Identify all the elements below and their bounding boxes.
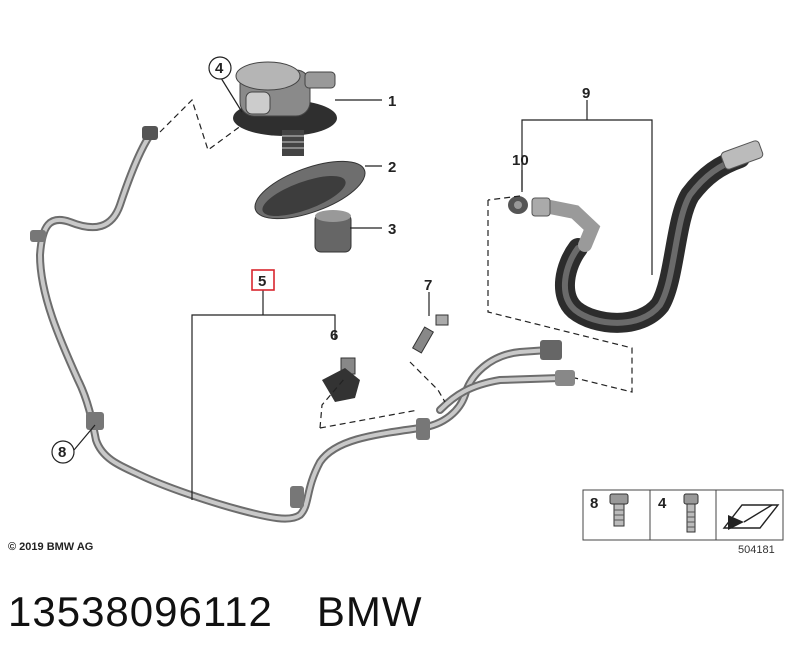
callout-9: 9	[582, 85, 590, 102]
callout-6: 6	[330, 327, 338, 344]
svg-text:8: 8	[590, 495, 598, 512]
callout-7: 7	[424, 277, 432, 294]
callout-1: 1	[388, 93, 396, 110]
svg-text:3: 3	[388, 221, 396, 238]
svg-text:4: 4	[658, 495, 667, 512]
svg-text:6: 6	[330, 327, 338, 344]
brand-name: BMW	[316, 588, 423, 635]
svg-text:10: 10	[512, 152, 529, 169]
callout-8: 8	[51, 440, 75, 464]
pump-housing-ring	[254, 160, 366, 220]
screw-7	[411, 314, 449, 354]
pressure-sensor	[322, 357, 360, 402]
callout-4: 4	[208, 56, 232, 80]
fuel-pipe	[30, 126, 575, 523]
bolt-icon	[609, 493, 629, 527]
callout-3: 3	[388, 221, 396, 238]
leader-lines	[73, 77, 653, 500]
footer: 13538096112 BMW	[8, 588, 422, 636]
dashed-lines	[159, 98, 633, 429]
high-pressure-pump	[233, 61, 337, 156]
svg-text:8: 8	[58, 444, 66, 461]
svg-text:7: 7	[424, 277, 432, 294]
diagram-number: 504181	[738, 544, 775, 556]
screw-icon	[683, 493, 699, 533]
part-number: 13538096112	[8, 588, 273, 635]
callout-5: 5	[251, 269, 275, 291]
wedge-icon	[722, 504, 780, 530]
nut	[508, 196, 528, 214]
svg-text:1: 1	[388, 93, 396, 110]
callout-2: 2	[388, 159, 396, 176]
copyright: © 2019 BMW AG	[8, 541, 94, 553]
svg-text:9: 9	[582, 85, 590, 102]
legend-box: 8 4	[582, 489, 784, 541]
flex-hose	[531, 140, 764, 333]
svg-text:2: 2	[388, 159, 396, 176]
svg-text:4: 4	[215, 60, 224, 77]
svg-text:5: 5	[258, 273, 266, 290]
callout-10: 10	[512, 152, 529, 169]
roller-tappet	[314, 210, 352, 253]
